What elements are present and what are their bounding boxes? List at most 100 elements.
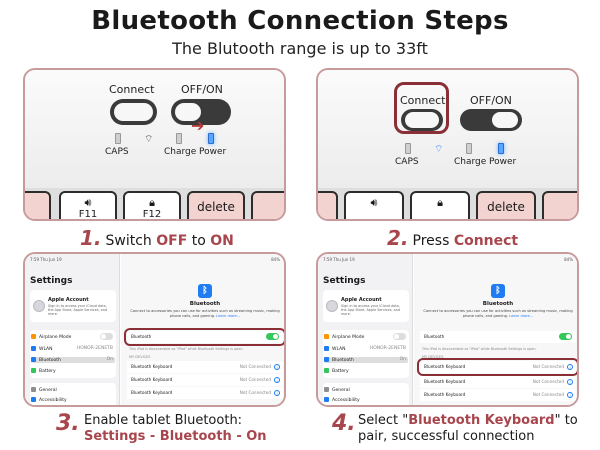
connect-knob xyxy=(114,103,153,121)
wifi-icon: ⌔ xyxy=(144,134,154,145)
status-battery: 84% xyxy=(271,257,280,262)
bluetooth-icon: ᛒ xyxy=(491,284,505,298)
bluetooth-toggle-row: Bluetooth xyxy=(127,331,283,343)
airplane-icon xyxy=(31,334,36,339)
caps-led xyxy=(115,133,121,144)
bluetooth-title: Bluetooth xyxy=(482,301,514,307)
info-icon: i xyxy=(274,390,280,396)
charge-led xyxy=(176,133,182,144)
offon-label: OFF/ON xyxy=(181,83,223,96)
bluetooth-toggle xyxy=(559,333,572,340)
airplane-icon xyxy=(324,334,329,339)
caps-label: CAPS xyxy=(395,157,419,167)
lock-icon: 🔒︎ xyxy=(149,196,155,209)
gear-icon xyxy=(31,387,36,392)
connect-label: Connect xyxy=(400,94,446,107)
power-switch xyxy=(171,99,231,125)
step4-caption: 4. Select "Bluetooth Keyboard" to pair, … xyxy=(332,411,578,445)
wifi-icon xyxy=(324,346,329,351)
sidebar-item-accessibility: Accessibility xyxy=(324,397,408,403)
sidebar-item-battery: Battery xyxy=(31,368,115,374)
airplane-toggle xyxy=(393,333,406,340)
caps-led xyxy=(405,143,411,154)
settings-sidebar: 7:59 Thu Jun 19 Settings Apple Account S… xyxy=(25,254,120,405)
device-row-highlight xyxy=(417,358,577,376)
airplane-toggle xyxy=(100,333,113,340)
connect-button xyxy=(401,109,443,131)
avatar xyxy=(33,300,45,312)
volume-icon: 🔊︎ xyxy=(370,196,378,209)
accessibility-icon xyxy=(324,397,329,402)
key-partial-right xyxy=(542,191,577,219)
bluetooth-title: Bluetooth xyxy=(189,301,221,307)
status-time: 7:59 Thu Jun 19 xyxy=(30,257,62,262)
apple-account-card: Apple Account Sign in to access your iCl… xyxy=(30,290,116,322)
connect-knob xyxy=(405,112,439,128)
bluetooth-pane: 84% ᛒ Bluetooth Connect to accessories y… xyxy=(121,254,284,405)
connect-button xyxy=(110,99,157,125)
gear-icon xyxy=(324,387,329,392)
settings-title: Settings xyxy=(30,276,73,286)
my-devices-header: MY DEVICES xyxy=(129,355,151,359)
settings-title: Settings xyxy=(323,276,366,286)
charge-led xyxy=(466,143,472,154)
bluetooth-description: Connect to accessories you can use for a… xyxy=(130,309,280,318)
charge-label: Charge xyxy=(454,157,487,167)
key-partial-right xyxy=(251,191,284,219)
sidebar-item-battery: Battery xyxy=(324,368,408,374)
sidebar-item-accessibility: Accessibility xyxy=(31,397,115,403)
caps-label: CAPS xyxy=(105,147,129,157)
sidebar-group-2 xyxy=(323,383,409,405)
lock-icon: 🔒︎ xyxy=(437,196,443,209)
key-delete: delete xyxy=(187,191,245,219)
battery-icon xyxy=(324,368,329,373)
connect-highlight xyxy=(394,82,449,134)
step1-image: Connect OFF/ON ➔ ⌔ CAPS Charge Power 🔊︎ … xyxy=(23,68,286,221)
power-label: Power xyxy=(489,157,517,167)
status-time: 7:59 Thu Jun 19 xyxy=(323,257,355,262)
bluetooth-toggle-highlight xyxy=(124,328,284,346)
step3-caption: 3. Enable tablet Bluetooth: Settings - B… xyxy=(56,411,267,445)
avatar xyxy=(326,300,338,312)
bluetooth-description: Connect to accessories you can use for a… xyxy=(423,309,573,318)
step2-caption: 2.Press Connect xyxy=(387,226,519,250)
power-led xyxy=(498,143,504,154)
offon-label: OFF/ON xyxy=(470,94,512,107)
wifi-icon xyxy=(31,346,36,351)
info-icon: i xyxy=(274,364,280,370)
arrow-right-icon: ➔ xyxy=(191,116,205,135)
step4-image: 7:59 Thu Jun 19 Settings Apple Account S… xyxy=(316,252,579,407)
power-label: Power xyxy=(199,147,227,157)
page-subtitle: The Blutooth range is up to 33ft xyxy=(172,39,428,58)
key-f11: 🔊︎ xyxy=(344,191,404,219)
sidebar-item-airplane: Airplane Mode xyxy=(324,333,408,340)
info-icon: i xyxy=(567,379,573,385)
bluetooth-icon: ᛒ xyxy=(198,284,212,298)
bluetooth-toggle-row: Bluetooth xyxy=(420,331,576,343)
power-switch xyxy=(460,109,522,131)
power-switch-knob xyxy=(175,103,201,121)
settings-sidebar: 7:59 Thu Jun 19 Settings Apple Account S… xyxy=(318,254,413,405)
charge-label: Charge xyxy=(164,147,197,157)
key-f12: 🔒︎ xyxy=(410,191,470,219)
my-devices-header: MY DEVICES xyxy=(422,355,444,359)
info-icon: i xyxy=(567,392,573,398)
apple-account-card: Apple Account Sign in to access your iCl… xyxy=(323,290,409,322)
key-f12: 🔒︎ F12 xyxy=(123,191,181,219)
key-delete: delete xyxy=(476,191,536,219)
info-icon: i xyxy=(567,364,573,370)
bluetooth-icon xyxy=(324,357,329,362)
sidebar-item-airplane: Airplane Mode xyxy=(31,333,115,340)
step3-image: 7:59 Thu Jun 19 Settings Apple Account S… xyxy=(23,252,286,407)
key-partial xyxy=(25,191,51,219)
power-switch-knob xyxy=(492,112,518,128)
power-led xyxy=(208,133,214,144)
info-icon: i xyxy=(274,377,280,383)
